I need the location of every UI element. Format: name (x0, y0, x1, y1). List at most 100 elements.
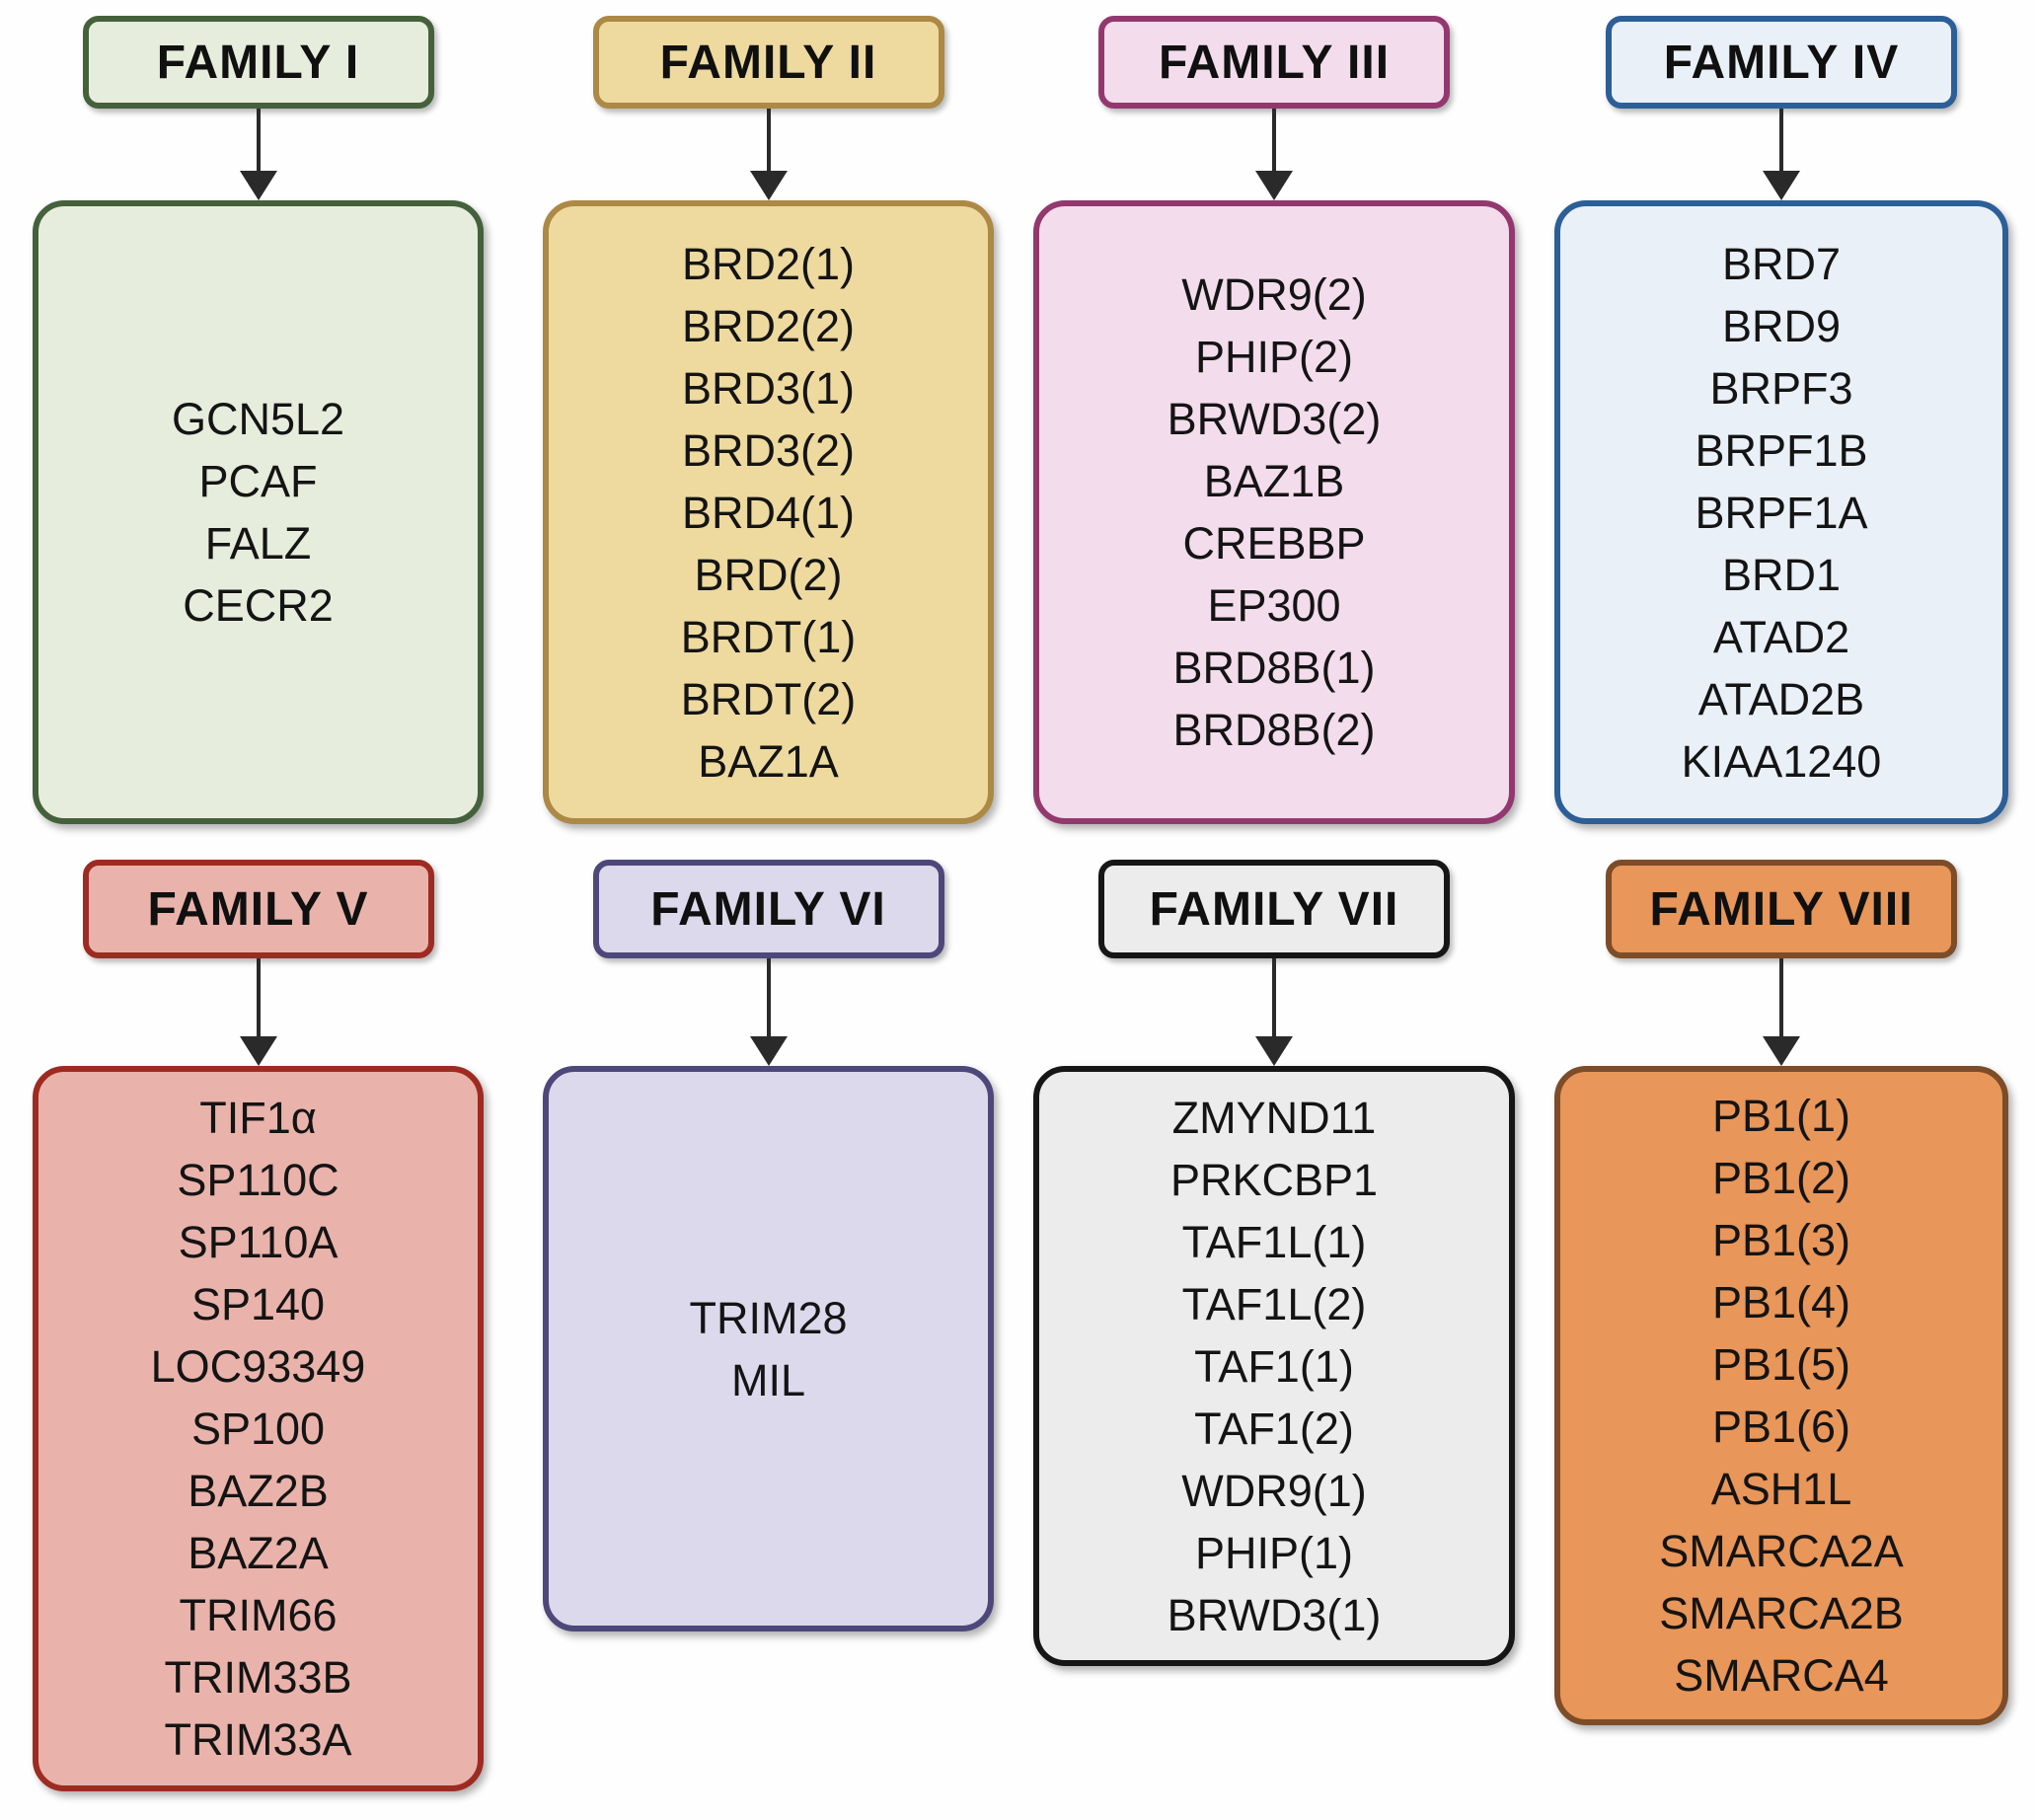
family-member: BRDT(2) (680, 673, 857, 724)
family-member: PB1(3) (1711, 1215, 1851, 1265)
family-iv-members-box: BRD7 BRD9 BRPF3 BRPF1B BRPF1A BRD1 ATAD2… (1554, 200, 2008, 824)
family-v-title: FAMILY V (147, 882, 369, 936)
family-member: ASH1L (1710, 1464, 1852, 1514)
family-member: BRWD3(1) (1167, 1589, 1382, 1640)
family-member: WDR9(1) (1181, 1465, 1367, 1516)
family-member: BAZ1A (698, 735, 839, 787)
family-member: TAF1(1) (1194, 1340, 1354, 1392)
arrow-stem (766, 958, 771, 1036)
family-member: BRD9 (1721, 300, 1842, 351)
family-member: BAZ2B (188, 1466, 329, 1516)
family-member: PCAF (198, 456, 318, 506)
family-iii-title: FAMILY III (1158, 36, 1391, 89)
family-member: BRD(2) (694, 549, 843, 600)
family-member: BRPF1B (1695, 424, 1868, 476)
family-member: BRPF1A (1695, 487, 1868, 538)
family-iv-title: FAMILY IV (1663, 36, 1900, 89)
family-member: PHIP(2) (1194, 332, 1354, 382)
family-viii-group: FAMILY VIII PB1(1) PB1(2) PB1(3) PB1(4) … (1554, 860, 2008, 1725)
family-member: SP100 (190, 1403, 326, 1454)
family-member: BAZ1B (1203, 456, 1345, 506)
family-member: PB1(6) (1711, 1402, 1851, 1452)
family-ii-title: FAMILY II (659, 36, 877, 89)
family-i-title: FAMILY I (156, 36, 360, 89)
family-vi-header: FAMILY VI (592, 860, 944, 958)
arrow-head (239, 1036, 277, 1066)
family-member: BRD3(1) (681, 362, 856, 414)
family-member: GCN5L2 (171, 394, 345, 444)
family-member: SP110A (178, 1217, 339, 1267)
family-viii-members-box: PB1(1) PB1(2) PB1(3) PB1(4) PB1(5) PB1(6… (1554, 1066, 2008, 1725)
family-member: ATAD2B (1697, 673, 1865, 724)
family-member: PB1(4) (1711, 1277, 1851, 1327)
down-arrow-icon (1255, 109, 1293, 200)
family-member: PRKCBP1 (1169, 1154, 1379, 1205)
down-arrow-icon (239, 958, 277, 1066)
family-v-group: FAMILY V TIF1α SP110C SP110A SP140 LOC93… (33, 860, 484, 1791)
family-vi-members-box: TRIM28 MIL (543, 1066, 994, 1631)
family-vii-title: FAMILY VII (1149, 882, 1399, 936)
arrow-stem (1779, 109, 1783, 171)
family-member: SMARCA4 (1674, 1650, 1889, 1701)
family-i-members-box: GCN5L2 PCAF FALZ CECR2 (33, 200, 484, 824)
family-member: ZMYND11 (1171, 1092, 1377, 1143)
arrow-head (1255, 1036, 1293, 1066)
family-i-header: FAMILY I (82, 16, 434, 109)
family-member: TRIM33A (164, 1714, 352, 1765)
down-arrow-icon (749, 109, 788, 200)
family-member: SP140 (190, 1279, 326, 1329)
family-member: SMARCA2A (1659, 1526, 1904, 1576)
family-member: SMARCA2B (1659, 1588, 1904, 1638)
family-i-group: FAMILY I GCN5L2 PCAF FALZ CECR2 (33, 16, 484, 824)
family-member: BRD1 (1721, 549, 1842, 600)
family-member: PB1(1) (1711, 1091, 1851, 1141)
family-ii-group: FAMILY II BRD2(1) BRD2(2) BRD3(1) BRD3(2… (543, 16, 994, 824)
family-member: PB1(2) (1711, 1153, 1851, 1203)
family-member: LOC93349 (150, 1341, 366, 1392)
down-arrow-icon (749, 958, 788, 1066)
family-member: BRD8B(1) (1172, 643, 1376, 693)
family-v-members-box: TIF1α SP110C SP110A SP140 LOC93349 SP100… (33, 1066, 484, 1791)
family-viii-title: FAMILY VIII (1649, 882, 1914, 936)
family-member: BAZ2A (188, 1528, 329, 1578)
arrow-head (1763, 171, 1800, 200)
family-member: MIL (730, 1354, 805, 1405)
family-member: BRWD3(2) (1167, 394, 1382, 444)
down-arrow-icon (1763, 109, 1800, 200)
family-member: BRD7 (1721, 238, 1842, 289)
family-iv-group: FAMILY IV BRD7 BRD9 BRPF3 BRPF1B BRPF1A … (1554, 16, 2008, 824)
family-member: FALZ (204, 518, 312, 569)
family-member: TRIM28 (689, 1292, 848, 1343)
family-member: KIAA1240 (1681, 735, 1882, 787)
family-member: BRD2(2) (681, 300, 856, 351)
family-member: BRD2(1) (681, 238, 856, 289)
family-member: TIF1α (199, 1093, 317, 1143)
down-arrow-icon (1255, 958, 1293, 1066)
arrow-head (239, 171, 277, 200)
family-member: TAF1L(2) (1181, 1278, 1367, 1329)
family-member: SP110C (177, 1155, 339, 1205)
arrow-stem (1272, 958, 1276, 1036)
arrow-head (749, 1036, 788, 1066)
family-iii-members-box: WDR9(2) PHIP(2) BRWD3(2) BAZ1B CREBBP EP… (1033, 200, 1515, 824)
arrow-head (1255, 171, 1293, 200)
family-v-header: FAMILY V (82, 860, 434, 958)
family-member: CREBBP (1182, 518, 1366, 569)
arrow-stem (1779, 958, 1783, 1036)
family-member: BRD3(2) (681, 424, 856, 476)
family-member: BRPF3 (1709, 362, 1853, 414)
arrow-head (1763, 1036, 1800, 1066)
family-iv-header: FAMILY IV (1606, 16, 1957, 109)
family-iii-group: FAMILY III WDR9(2) PHIP(2) BRWD3(2) BAZ1… (1033, 16, 1515, 824)
arrow-stem (1272, 109, 1276, 171)
family-ii-header: FAMILY II (592, 16, 944, 109)
family-member: BRD4(1) (681, 487, 856, 538)
family-member: EP300 (1207, 580, 1341, 631)
family-vii-members-box: ZMYND11 PRKCBP1 TAF1L(1) TAF1L(2) TAF1(1… (1033, 1066, 1515, 1666)
arrow-head (749, 171, 788, 200)
family-vii-header: FAMILY VII (1098, 860, 1450, 958)
family-member: TAF1L(1) (1181, 1216, 1367, 1267)
family-vii-group: FAMILY VII ZMYND11 PRKCBP1 TAF1L(1) TAF1… (1033, 860, 1515, 1666)
arrow-stem (256, 958, 261, 1036)
